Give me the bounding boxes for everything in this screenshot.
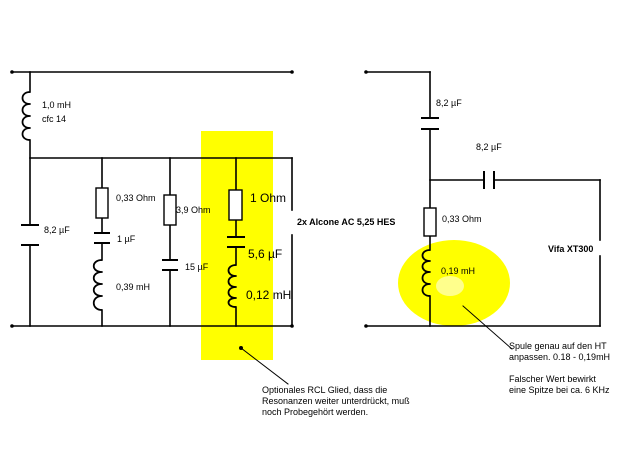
resistor-r1 [95, 187, 109, 219]
inductor-l2 [92, 259, 103, 311]
tweeter-capacitor-c2 [483, 171, 495, 189]
inductor-l3 [227, 264, 237, 308]
tweeter-capacitor-c1 [421, 117, 439, 130]
tweeter-inductor-l1 [421, 249, 431, 297]
capacitor-c2 [94, 232, 110, 244]
rcl-note-line-1: Optionales RCL Glied, dass die [262, 385, 387, 395]
r2-label: 3,9 Ohm [176, 205, 211, 215]
capacitor-c1 [21, 224, 39, 246]
rcl-note-line-3: noch Probegehört werden. [262, 407, 368, 417]
rcl-highlight-area [201, 131, 273, 360]
r1-label: 0,33 Ohm [116, 193, 156, 203]
tweeter-driver-label: Vifa XT300 [548, 244, 593, 254]
woofer-network: 1,0 mH cfc 14 8,2 µF 0,33 Ohm 1 µF 0,39 … [10, 70, 410, 417]
resistor-r2 [163, 194, 177, 226]
coil-highlight-center [436, 276, 464, 296]
capacitor-c4 [227, 236, 245, 248]
l1-value-label: 1,0 mH [42, 100, 71, 110]
peak-note-line-1: Falscher Wert bewirkt [509, 374, 596, 384]
c3-label: 15 µF [185, 262, 209, 272]
c2-label: 1 µF [117, 234, 136, 244]
r3-label: 1 Ohm [250, 191, 286, 205]
capacitor-c3 [162, 259, 178, 271]
tweeter-c1-label: 8,2 µF [436, 98, 462, 108]
c4-label: 5,6 µF [248, 247, 282, 261]
resistor-r3 [228, 189, 243, 221]
tweeter-resistor-r1 [423, 207, 437, 237]
l3-label: 0,12 mH [246, 288, 291, 302]
coil-note-line-1: Spule genau auf den HT [509, 341, 607, 351]
tweeter-network: 8,2 µF 8,2 µF 0,33 Ohm 0,19 mH Vifa XT30… [364, 70, 610, 395]
rcl-note-line-2: Resonanzen weiter unterdrückt, muß [262, 396, 410, 406]
tweeter-c2-label: 8,2 µF [476, 142, 502, 152]
tweeter-r1-label: 0,33 Ohm [442, 214, 482, 224]
l2-label: 0,39 mH [116, 282, 150, 292]
l1-type-label: cfc 14 [42, 114, 66, 124]
peak-note-line-2: eine Spitze bei ca. 6 KHz [509, 385, 610, 395]
tweeter-l1-label: 0,19 mH [441, 266, 475, 276]
coil-note-line-2: anpassen. 0.18 - 0,19mH [509, 352, 610, 362]
woofer-driver-label: 2x Alcone AC 5,25 HES [297, 217, 395, 227]
c1-label: 8,2 µF [44, 225, 70, 235]
inductor-l1 [21, 91, 31, 141]
